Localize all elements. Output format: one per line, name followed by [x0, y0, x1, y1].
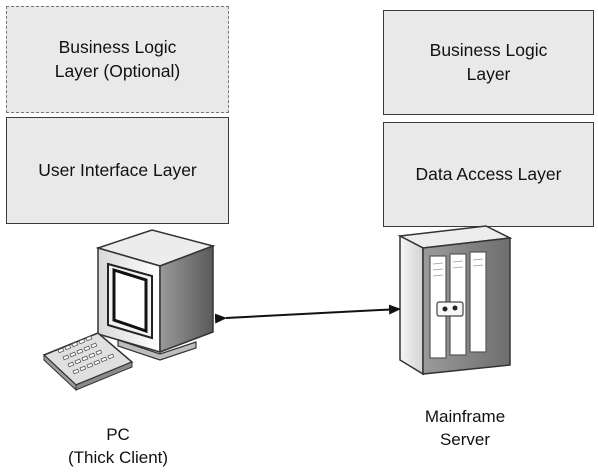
keyboard-icon: [42, 332, 134, 392]
server-data-access-layer-label: Data Access Layer: [415, 163, 562, 184]
desktop-pc-icon: [95, 229, 216, 361]
client-business-logic-layer-box: Business Logic Layer (Optional): [6, 6, 229, 113]
mainframe-server-label: Mainframe Server: [424, 407, 506, 449]
mainframe-server-icon: [397, 225, 513, 376]
client-user-interface-layer-label: User Interface Layer: [38, 159, 197, 180]
server-business-logic-layer-box: Business Logic Layer: [383, 10, 594, 115]
pc-label: PC (Thick Client): [67, 425, 169, 467]
double-headed-arrow: [214, 304, 401, 324]
server-business-logic-layer-label: Business Logic Layer: [429, 39, 548, 84]
server-data-access-layer-box: Data Access Layer: [383, 122, 594, 227]
client-user-interface-layer-box: User Interface Layer: [6, 117, 229, 224]
client-business-logic-layer-label: Business Logic Layer (Optional): [54, 36, 181, 81]
